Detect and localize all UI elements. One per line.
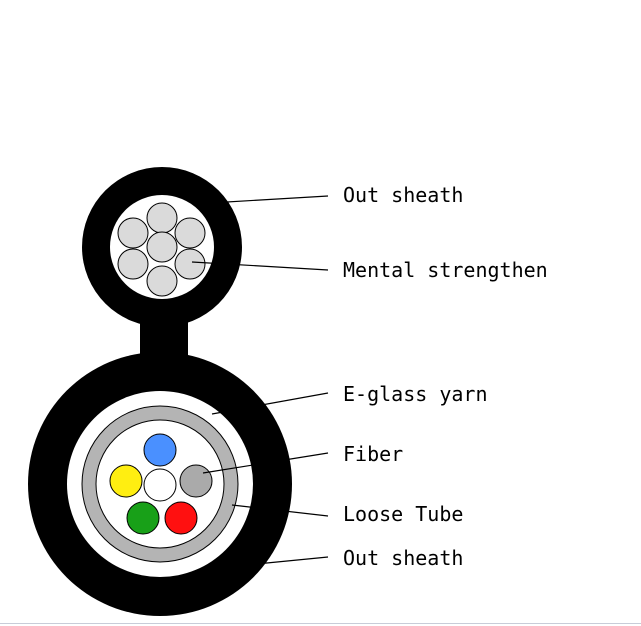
fiber-red xyxy=(164,501,198,535)
metal-strand-bottom xyxy=(146,265,178,297)
fiber-white xyxy=(143,468,177,502)
label-out-sheath-bottom: Out sheath xyxy=(343,546,463,570)
fiber-green xyxy=(126,501,160,535)
label-mental-strengthen: Mental strengthen xyxy=(343,258,548,282)
label-loose-tube: Loose Tube xyxy=(343,502,463,526)
label-fiber: Fiber xyxy=(343,442,403,466)
metal-strand-center xyxy=(146,231,178,263)
leader-out-sheath-bottom xyxy=(235,556,329,567)
leader-loose-tube xyxy=(231,504,329,517)
metal-strand-upper-right xyxy=(174,217,206,249)
leader-out-sheath-top xyxy=(209,195,329,204)
fiber-yellow xyxy=(109,464,143,498)
label-e-glass-yarn: E-glass yarn xyxy=(343,382,488,406)
metal-strand-lower-left xyxy=(117,248,149,280)
label-out-sheath-top: Out sheath xyxy=(343,183,463,207)
bottom-rule xyxy=(0,623,641,624)
metal-strand-top xyxy=(146,202,178,234)
metal-strand-lower-right xyxy=(174,248,206,280)
metal-strand-upper-left xyxy=(117,217,149,249)
leader-fiber xyxy=(202,452,329,474)
leader-mental-strengthen xyxy=(191,261,329,271)
fiber-gray xyxy=(179,464,213,498)
leader-e-glass-yarn xyxy=(211,392,329,415)
fiber-blue xyxy=(143,433,177,467)
